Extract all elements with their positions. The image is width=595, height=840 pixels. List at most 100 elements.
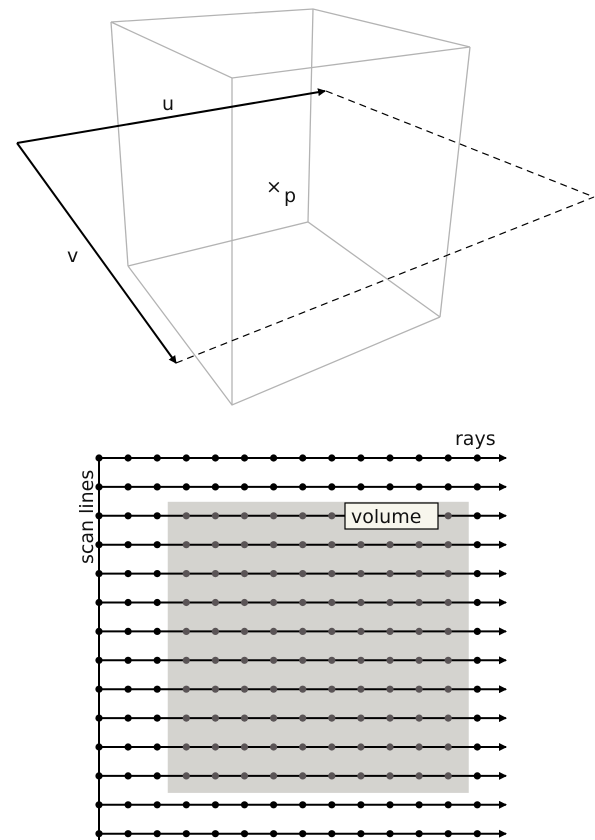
volume-sample-point bbox=[386, 541, 394, 549]
volume-sample-point bbox=[270, 570, 278, 578]
sample-point bbox=[328, 801, 336, 809]
sample-point bbox=[415, 830, 423, 838]
volume-sample-point bbox=[444, 743, 452, 751]
sample-point bbox=[124, 627, 132, 636]
plane-dashed-bottom-edge bbox=[175, 196, 595, 364]
sample-point bbox=[153, 512, 161, 520]
v-vector-arrow bbox=[16, 142, 177, 364]
sample-point bbox=[153, 598, 161, 607]
volume-sample-point bbox=[211, 772, 219, 780]
sample-point bbox=[299, 483, 307, 491]
sample-point bbox=[473, 598, 481, 607]
volume-sample-point bbox=[240, 714, 249, 722]
volume-sample-point bbox=[328, 656, 336, 664]
sample-point bbox=[124, 801, 132, 809]
sample-point bbox=[124, 483, 132, 491]
sample-point bbox=[270, 801, 278, 809]
volume-sample-point bbox=[270, 685, 278, 693]
sample-point bbox=[124, 512, 132, 520]
volume-sample-point bbox=[328, 627, 336, 636]
rays-label: rays bbox=[455, 428, 496, 450]
volume-sample-point bbox=[415, 570, 423, 578]
sample-point bbox=[473, 656, 481, 664]
volume-sample-point bbox=[386, 714, 394, 722]
sample-point bbox=[182, 483, 190, 491]
volume-sample-point bbox=[240, 541, 249, 549]
sample-point bbox=[124, 743, 132, 751]
v-label: v bbox=[67, 245, 78, 267]
sample-point bbox=[124, 598, 132, 607]
sample-point bbox=[299, 454, 307, 462]
u-vector-arrow bbox=[16, 88, 326, 144]
volume-sample-point bbox=[357, 656, 365, 664]
sample-point bbox=[473, 772, 481, 780]
scan-lines-label: scan lines bbox=[76, 470, 98, 564]
sample-point bbox=[357, 454, 365, 462]
sample-point bbox=[95, 685, 103, 693]
ray-rows bbox=[95, 454, 507, 838]
volume-sample-point bbox=[270, 656, 278, 664]
volume-sample-point bbox=[357, 772, 365, 780]
volume-sample-point bbox=[328, 743, 336, 751]
sample-point bbox=[299, 801, 307, 809]
sample-point bbox=[153, 656, 161, 664]
volume-sample-point bbox=[240, 656, 249, 664]
sample-point bbox=[357, 483, 365, 491]
volume-sample-point bbox=[444, 598, 452, 607]
box-front-top-edge bbox=[110, 21, 471, 79]
p-label: p bbox=[284, 185, 296, 207]
sample-point bbox=[153, 454, 161, 462]
volume-sample-point bbox=[415, 685, 423, 693]
sample-point bbox=[95, 830, 103, 838]
volume-sample-point bbox=[386, 598, 394, 607]
sample-point bbox=[444, 801, 452, 809]
volume-label-frame bbox=[344, 502, 439, 530]
volume-sample-point bbox=[182, 598, 190, 607]
sample-point bbox=[153, 714, 161, 722]
sample-point bbox=[95, 656, 103, 664]
sample-point bbox=[270, 830, 278, 838]
volume-sample-point bbox=[240, 570, 249, 578]
volume-sample-point bbox=[386, 570, 394, 578]
sample-point bbox=[328, 454, 336, 462]
sample-point bbox=[415, 483, 423, 491]
volume-sample-point bbox=[444, 541, 452, 549]
volume-sample-point bbox=[270, 714, 278, 722]
sample-point bbox=[124, 570, 132, 578]
sample-point bbox=[211, 801, 219, 809]
sample-point bbox=[95, 627, 103, 636]
sample-point bbox=[153, 541, 161, 549]
volume-sample-point bbox=[240, 772, 249, 780]
volume-sample-point bbox=[270, 598, 278, 607]
sample-point bbox=[444, 483, 452, 491]
box-back-right-edge bbox=[439, 46, 471, 318]
volume-sample-point bbox=[299, 541, 307, 549]
sample-point bbox=[240, 454, 249, 462]
box-back-left-edge bbox=[110, 21, 129, 267]
sample-point bbox=[95, 714, 103, 722]
sample-point bbox=[153, 627, 161, 636]
volume-sample-point bbox=[270, 627, 278, 636]
volume-sample-point bbox=[415, 541, 423, 549]
volume-sample-point bbox=[211, 598, 219, 607]
volume-sample-point bbox=[357, 685, 365, 693]
sample-point bbox=[153, 772, 161, 780]
sample-point bbox=[386, 830, 394, 838]
volume-sample-point bbox=[182, 570, 190, 578]
volume-sample-point bbox=[444, 627, 452, 636]
sample-point bbox=[124, 454, 132, 462]
sample-point bbox=[328, 830, 336, 838]
volume-sample-point bbox=[182, 714, 190, 722]
sample-point bbox=[270, 454, 278, 462]
volume-sample-point bbox=[182, 512, 190, 520]
sample-point bbox=[473, 483, 481, 491]
volume-sample-point bbox=[182, 743, 190, 751]
volume-sample-point bbox=[182, 656, 190, 664]
viewing-plane: u v × p bbox=[16, 88, 595, 364]
volume-sample-point bbox=[299, 570, 307, 578]
sample-point bbox=[153, 743, 161, 751]
sample-point bbox=[95, 801, 103, 809]
volume-sample-point bbox=[415, 598, 423, 607]
sample-point bbox=[124, 772, 132, 780]
volume-sample-point bbox=[357, 714, 365, 722]
